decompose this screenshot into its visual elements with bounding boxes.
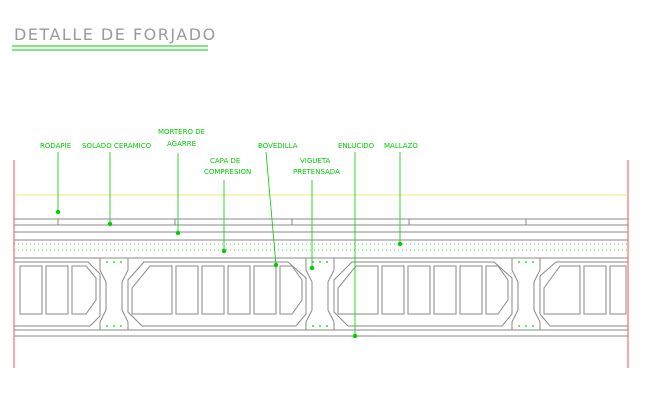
bovedilla-2 (333, 261, 513, 327)
drawing-title: DETALLE DE FORJADO (14, 25, 217, 44)
label-bovedilla: BOVEDILLA (258, 142, 298, 150)
joist-3 (511, 257, 541, 331)
label-vigueta-line1: VIGUETA (300, 157, 331, 165)
ceramic-tile-layer (14, 218, 628, 226)
label-capa-line1: CAPA DE (210, 157, 240, 165)
vigueta-leader-dot (309, 265, 315, 271)
label-rodapie: RODAPIE (40, 142, 71, 150)
label-vigueta-line2: PRETENSADA (293, 168, 340, 176)
bovedilla-partial-right (539, 261, 628, 327)
rodapie-leader-dot (55, 209, 61, 215)
label-mortero-line1: MORTERO DE (158, 128, 205, 136)
label-mortero-line2: AGARRE (167, 140, 196, 148)
mallazo-leader-dot (397, 241, 403, 247)
label-capa-line2: COMPRESION (204, 168, 251, 176)
label-mallazo: MALLAZO (384, 142, 418, 150)
solado-leader-dot (107, 221, 113, 227)
mortero-leader-dot (175, 230, 181, 236)
joist-2 (305, 257, 335, 331)
bovedilla-partial-left (14, 261, 101, 327)
leader-lines (55, 151, 403, 339)
label-enlucido: ENLUCIDO (338, 142, 375, 150)
label-solado-ceramico: SOLADO CERAMICO (82, 142, 152, 150)
joist-1 (99, 257, 129, 331)
enlucido-leader-dot (352, 333, 358, 339)
bovedilla-1 (127, 261, 307, 327)
bovedilla-leader-dot (273, 262, 279, 268)
capa-leader-dot (221, 248, 227, 254)
